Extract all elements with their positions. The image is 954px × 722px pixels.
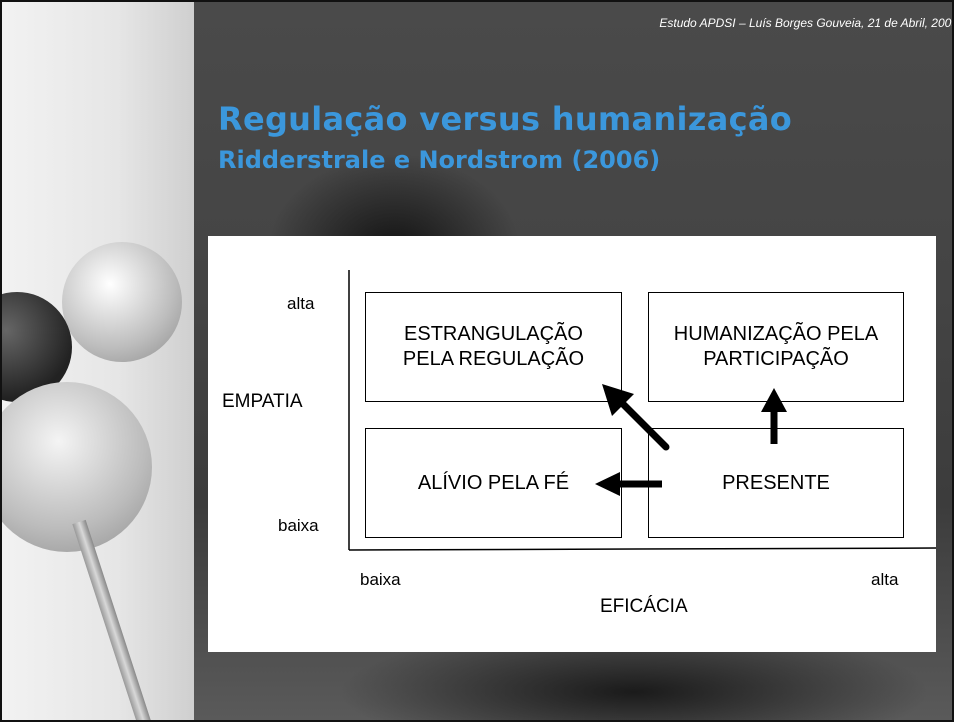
x-axis-low: baixa: [360, 570, 401, 589]
x-axis-high: alta: [871, 570, 899, 589]
quadrant-bottom-right-label: PRESENTE: [722, 471, 830, 494]
y-axis-title: EMPATIA: [222, 391, 303, 412]
diagram-arrows: [595, 384, 787, 496]
x-axis-line: [348, 547, 936, 551]
arrow-to-faith-head: [595, 472, 620, 496]
quadrant-top-right-label: HUMANIZAÇÃO PELA PARTICIPAÇÃO: [673, 323, 879, 370]
slide-title: Regulação versus humanização: [218, 100, 793, 138]
diagram-axes: [348, 270, 936, 551]
quadrant-top-left-label: ESTRANGULAÇÃO PELA REGULAÇÃO: [402, 323, 585, 370]
arrow-to-regulation: [614, 395, 670, 451]
quadrant-bottom-left: ALÍVIO PELA FÉ: [365, 428, 622, 538]
x-axis-title: EFICÁCIA: [600, 596, 688, 617]
diagram-panel: alta EMPATIA baixa baixa alta EFICÁCIA E…: [208, 236, 936, 652]
y-axis-high: alta: [287, 294, 315, 313]
quadrant-bottom-right: PRESENTE: [648, 428, 904, 538]
quadrant-top-left: ESTRANGULAÇÃO PELA REGULAÇÃO: [365, 292, 622, 402]
pin-ball-top: [62, 242, 182, 362]
pin-photo-strip: [2, 2, 194, 720]
header-note: Estudo APDSI – Luís Borges Gouveia, 21 d…: [659, 16, 954, 30]
arrow-to-participation-head: [761, 388, 787, 412]
slide-subtitle: Ridderstrale e Nordstrom (2006): [218, 146, 661, 174]
pin-needle: [72, 519, 154, 720]
arrow-to-regulation-head: [602, 384, 634, 416]
quadrant-top-right: HUMANIZAÇÃO PELA PARTICIPAÇÃO: [648, 292, 904, 402]
quadrant-bottom-left-label: ALÍVIO PELA FÉ: [417, 471, 570, 494]
y-axis-low: baixa: [278, 516, 319, 535]
